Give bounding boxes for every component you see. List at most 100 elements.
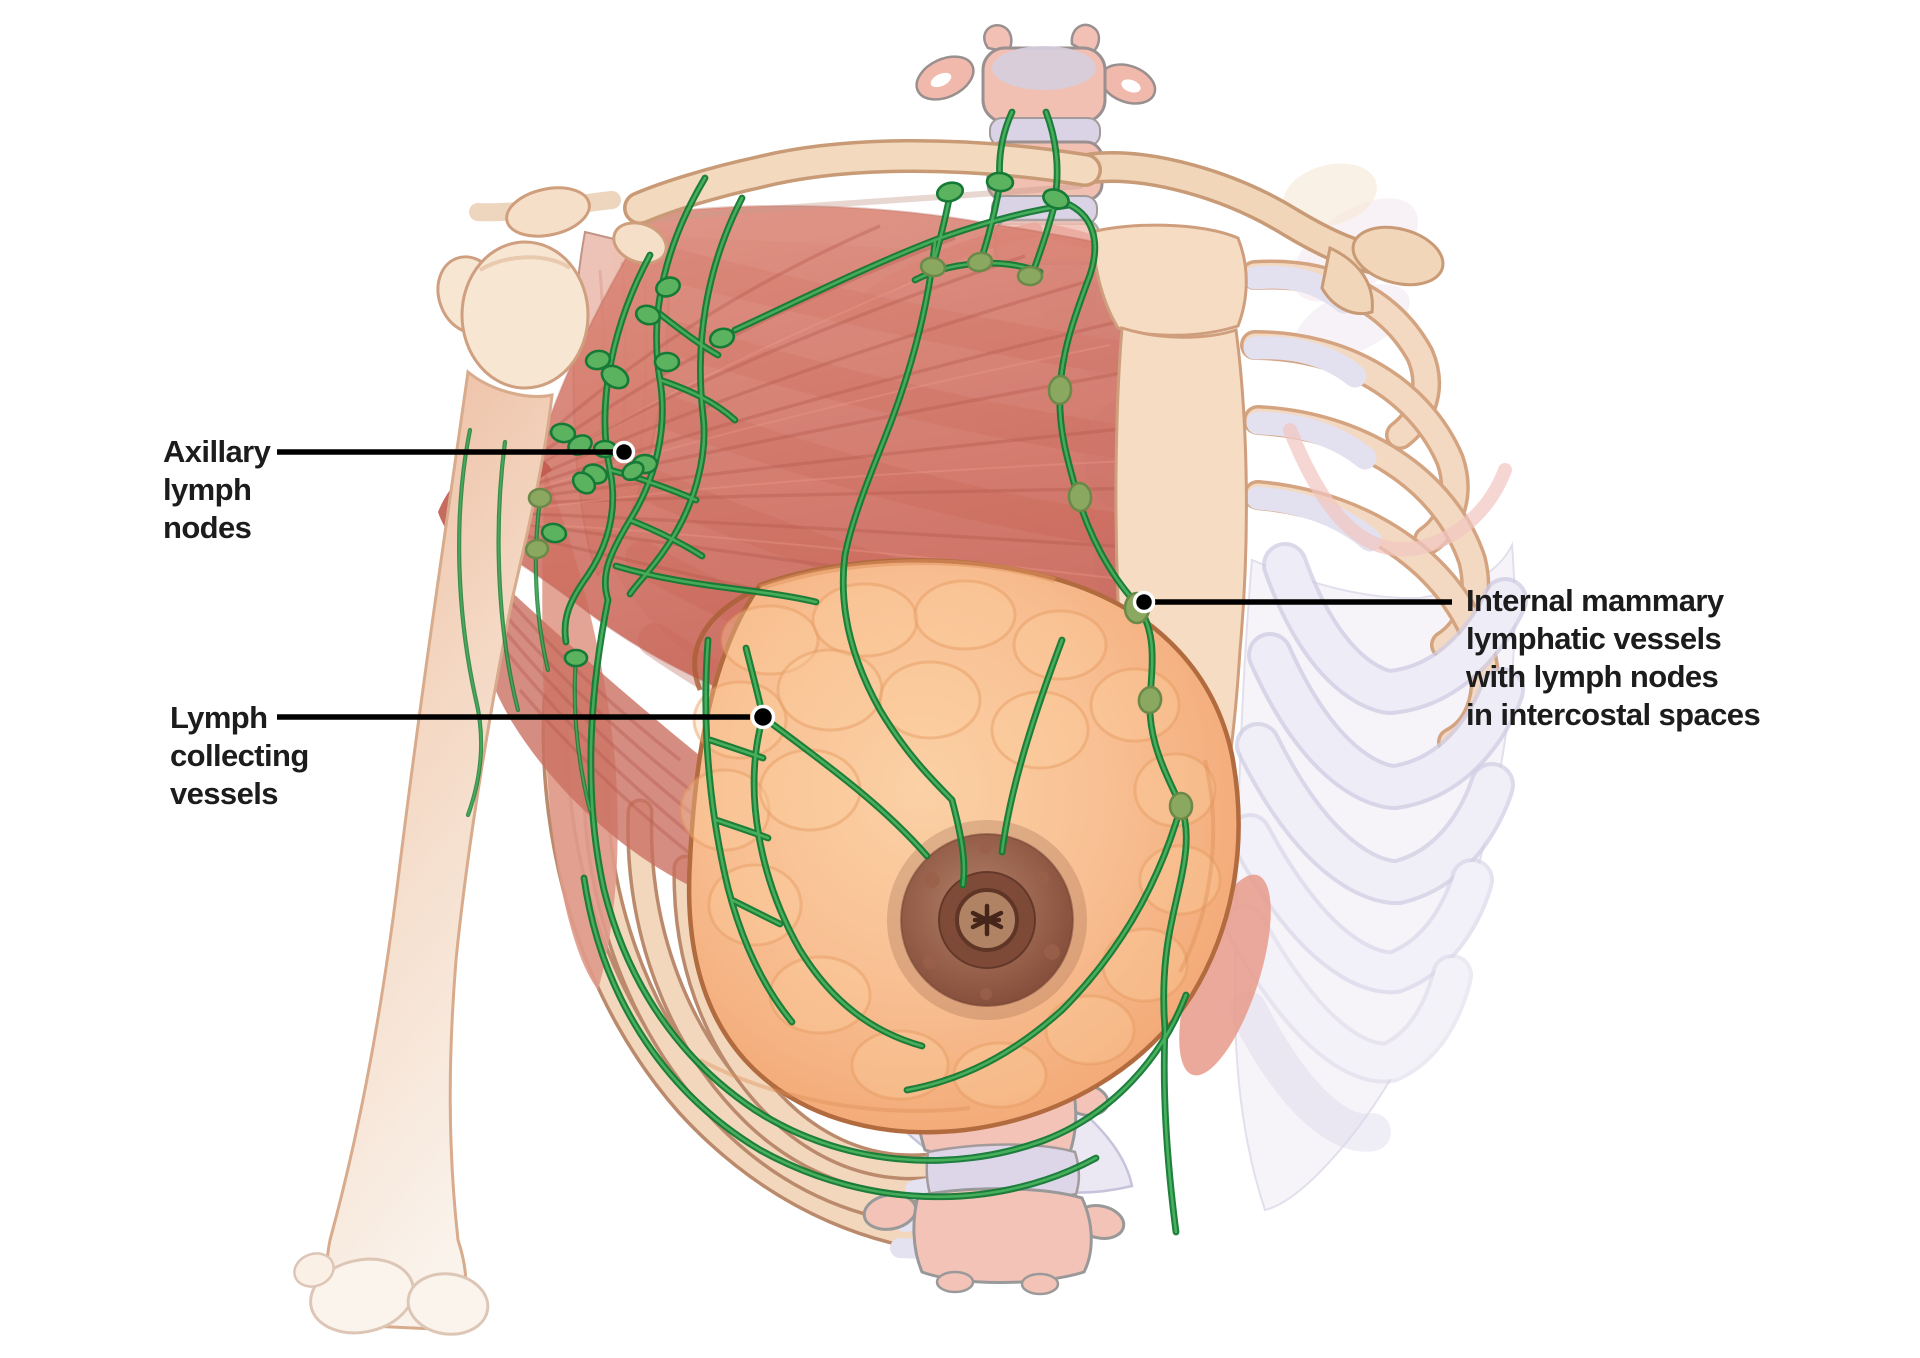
- lymph-node: [600, 364, 630, 390]
- lobule-crease: [1178, 759, 1216, 973]
- foramen: [930, 72, 952, 88]
- lymph-node: [527, 487, 553, 509]
- lymph-node: [966, 251, 994, 273]
- lymph-node: [655, 276, 681, 298]
- lymph-node: [563, 648, 589, 668]
- lymph-node: [634, 304, 662, 326]
- lobule: [1089, 667, 1181, 743]
- rib-cage-right: [1224, 259, 1528, 1212]
- humeral-head: [460, 240, 590, 390]
- leader-dot-collecting: [750, 704, 776, 730]
- humerus-shaft: [325, 369, 554, 1332]
- nipple-star: [970, 903, 1004, 937]
- lymph-node: [653, 351, 681, 373]
- lymph-node: [1047, 374, 1073, 406]
- label-collecting-line-3: vessels: [170, 776, 278, 811]
- lymph-node: [708, 327, 736, 349]
- intercostal-sliver: [1283, 423, 1512, 557]
- vertebra-process: [1020, 1272, 1060, 1296]
- gland: [924, 872, 940, 888]
- muscle-striation: [491, 459, 1151, 516]
- lobule: [776, 648, 884, 732]
- lymph-nodes: [524, 171, 1194, 821]
- gland: [923, 955, 937, 969]
- lobule: [1044, 994, 1136, 1066]
- lymph-node: [549, 422, 577, 444]
- muscle-striation: [474, 366, 1151, 507]
- clavicle-left: [626, 142, 1099, 222]
- annotations: Axillary lymph nodes Lymph collecting ve…: [163, 434, 1761, 811]
- label-collecting-line-2: collecting: [170, 738, 309, 773]
- gland: [980, 988, 992, 1000]
- humerus-group: [293, 240, 590, 1336]
- condyle: [406, 1272, 490, 1336]
- lymph-node: [919, 256, 947, 278]
- vertebra-top-face: [992, 46, 1096, 90]
- lower-rib-chevrons: [1224, 423, 1528, 1152]
- lymph-node: [540, 522, 568, 544]
- label-internal-mammary-line-3: with lymph nodes: [1465, 659, 1718, 694]
- chevron: [1266, 546, 1524, 712]
- label-axillary-line-3: nodes: [163, 510, 251, 545]
- gland: [1044, 944, 1060, 960]
- foramen: [1121, 79, 1141, 93]
- lymph-node: [584, 349, 612, 371]
- lobule: [758, 748, 862, 832]
- clavicle-shadow: [637, 183, 1083, 225]
- lymph-node: [571, 471, 597, 495]
- coracoid-faint: [1282, 163, 1378, 227]
- vertebra-process: [935, 1270, 975, 1294]
- leader-dot-axillary: [612, 440, 636, 464]
- lymph-node: [1137, 685, 1163, 715]
- acromion-left: [505, 186, 591, 238]
- lobule: [913, 579, 1017, 651]
- serratus-slip: [1179, 874, 1271, 1076]
- chevron: [1251, 636, 1521, 806]
- lymph-node: [1016, 265, 1044, 287]
- muscle-striation: [489, 344, 1111, 506]
- chevron: [1228, 908, 1469, 1080]
- shoulder-girdle: [469, 138, 1445, 315]
- muscle-striation: [474, 318, 1126, 507]
- muscle-striation: [477, 510, 1144, 550]
- epicondyle: [293, 1252, 335, 1288]
- label-internal-mammary-line-1: Internal mammary: [1466, 583, 1725, 618]
- areola-nipple: [887, 820, 1087, 1020]
- chevron: [1229, 991, 1391, 1152]
- vertebra-horn: [983, 23, 1013, 54]
- breast-top-shade: [758, 559, 1056, 591]
- lobule-crease: [699, 1058, 971, 1113]
- lymph-node: [1067, 481, 1093, 513]
- label-axillary-line-2: lymph: [163, 472, 251, 507]
- lobule: [811, 582, 919, 658]
- montgomery-glands: [923, 842, 1060, 1000]
- costal-cartilage: [1246, 411, 1377, 470]
- lymph-node: [1042, 188, 1070, 210]
- chevron: [1232, 817, 1490, 991]
- costal-cartilage: [1243, 336, 1367, 388]
- lobule: [878, 660, 982, 740]
- lymph-node: [621, 460, 645, 482]
- lobule: [768, 955, 872, 1035]
- breast-edge-dark: [692, 585, 761, 691]
- label-collecting-line-1: Lymph: [170, 700, 267, 735]
- lymph-node: [524, 538, 550, 560]
- label-axillary-line-1: Axillary: [163, 434, 272, 469]
- manubrium: [1090, 223, 1248, 337]
- lymph-node: [1168, 791, 1194, 821]
- lymph-node: [985, 171, 1015, 193]
- label-internal-mammary-line-4: in intercostal spaces: [1466, 697, 1760, 732]
- leader-dot-internal-mammary: [1132, 590, 1156, 614]
- chevron: [1239, 726, 1511, 902]
- lobule: [1101, 927, 1189, 1003]
- coracoid-right: [1320, 245, 1374, 315]
- head-crease: [478, 255, 572, 272]
- coracoid-left: [612, 221, 668, 265]
- label-internal-mammary-line-2: lymphatic vessels: [1466, 621, 1721, 656]
- acromion-right: [1351, 225, 1445, 287]
- gland: [979, 842, 991, 854]
- lymph-node: [935, 181, 965, 203]
- gland: [1035, 871, 1049, 885]
